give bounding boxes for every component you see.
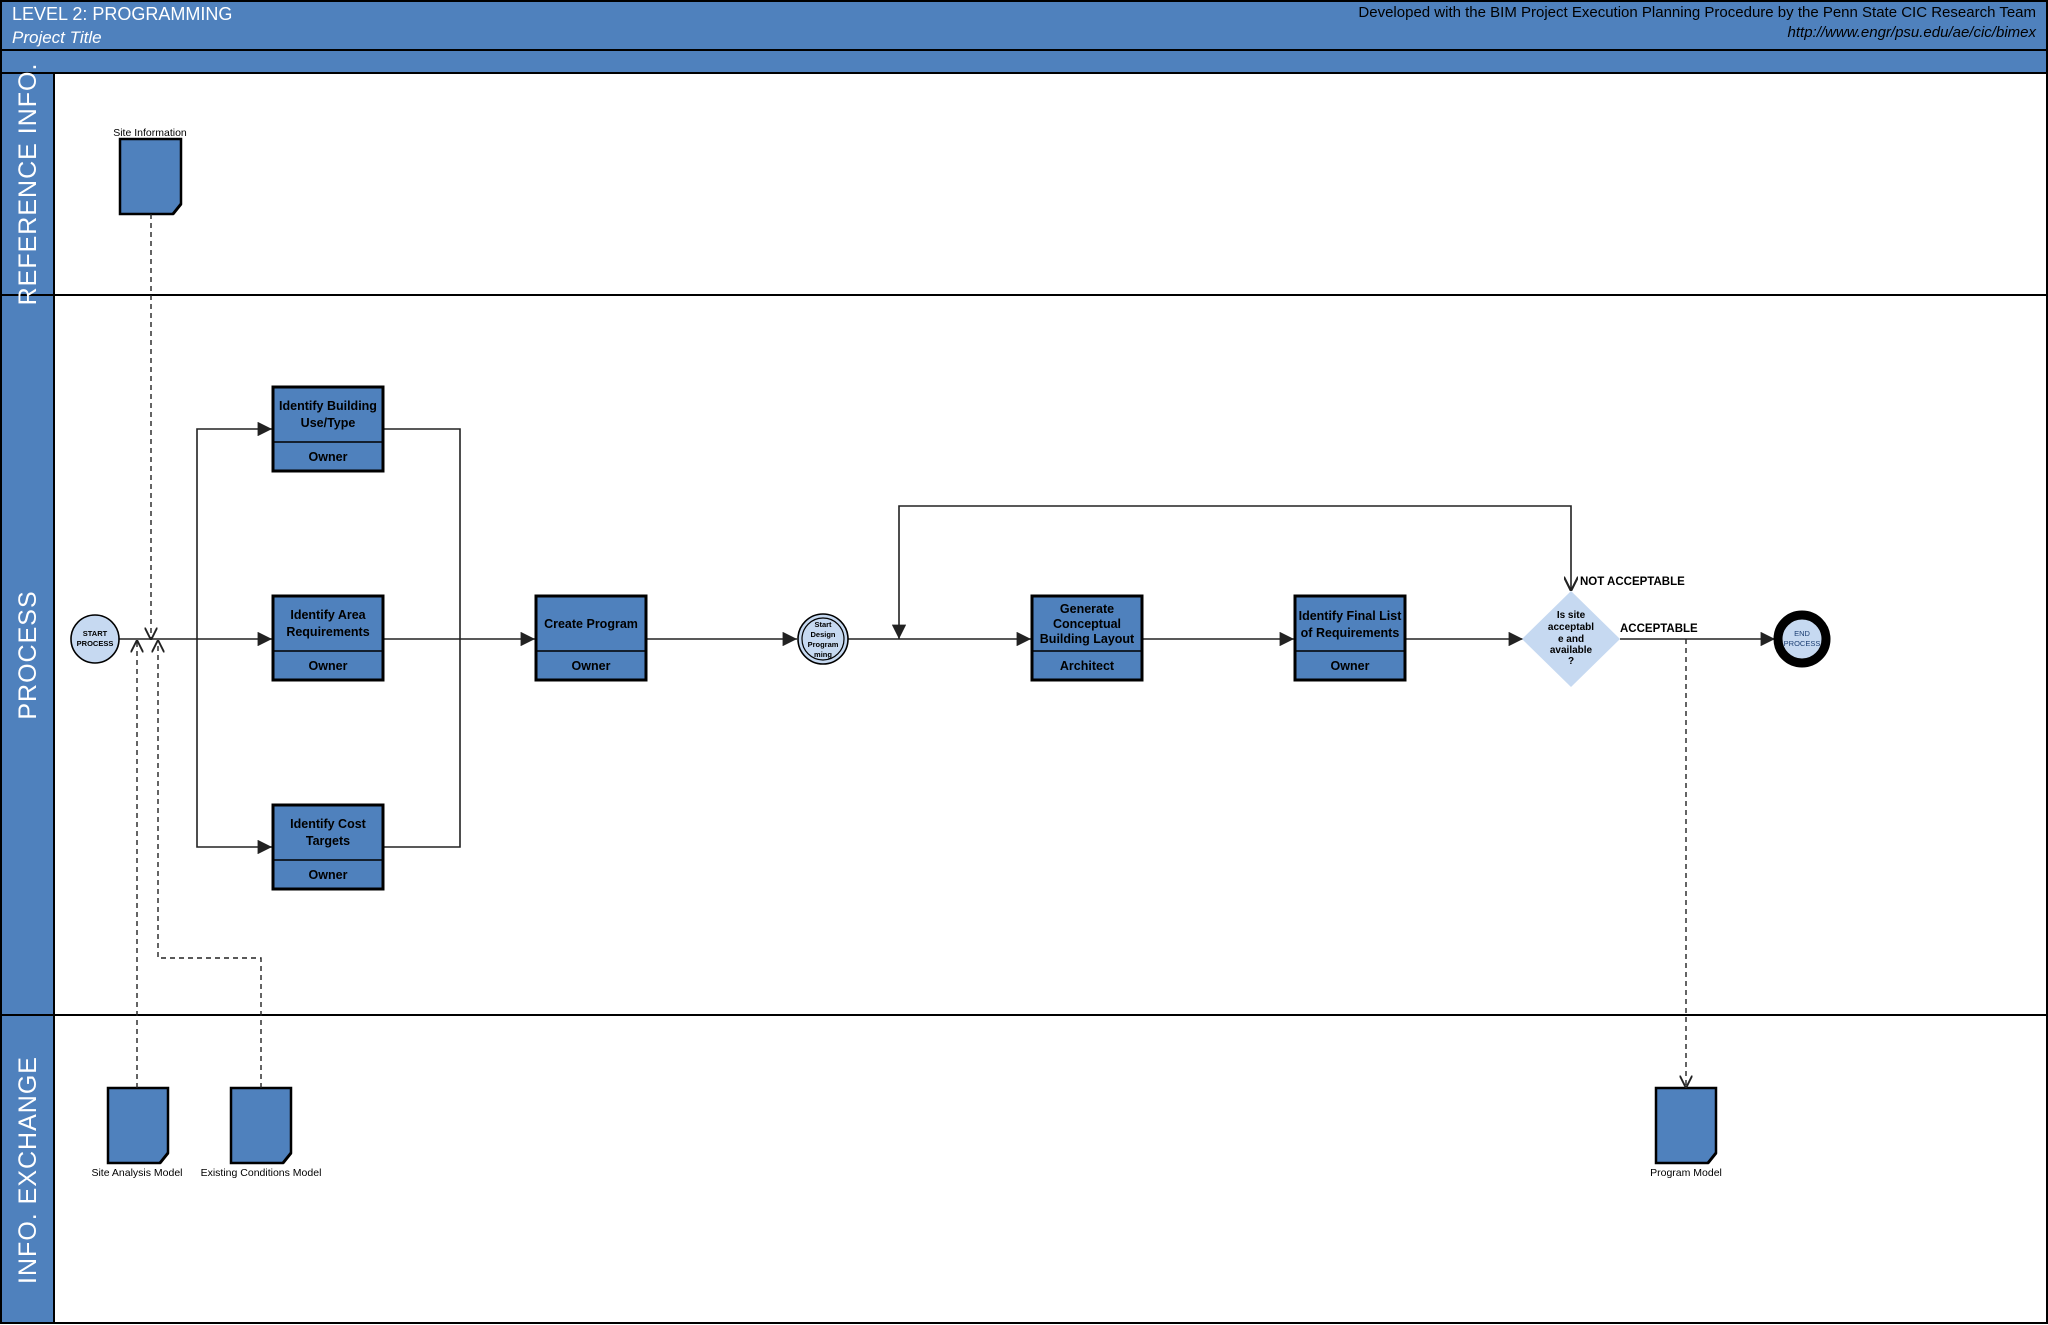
task-use-type-line1: Identify Building xyxy=(279,399,377,413)
task-area-line1: Identify Area xyxy=(290,608,366,622)
lane-reference-label: REFERENCE INFO. xyxy=(14,63,42,306)
lane-reference xyxy=(0,72,2048,296)
developed-with-text: Developed with the BIM Project Execution… xyxy=(1358,4,2036,21)
start-event-line2: PROCESS xyxy=(77,639,114,648)
task-layout-line2: Conceptual xyxy=(1053,617,1121,631)
task-area-line2: Requirements xyxy=(286,625,369,639)
design-event-line4: ming xyxy=(814,650,832,659)
task-layout-owner: Architect xyxy=(1060,659,1115,673)
design-event-line3: Program xyxy=(808,640,839,649)
task-generate-conceptual-layout[interactable] xyxy=(1030,594,1144,682)
doc-site-analysis-model[interactable] xyxy=(106,1086,170,1165)
task-layout-line3: Building Layout xyxy=(1040,632,1135,646)
task-cost-owner: Owner xyxy=(309,868,348,882)
doc-existing-conditions-model-label: Existing Conditions Model xyxy=(201,1167,322,1179)
task-create-program-owner: Owner xyxy=(572,659,611,673)
doc-site-information-label: Site Information xyxy=(113,127,187,139)
task-final-owner: Owner xyxy=(1331,659,1370,673)
header-bar xyxy=(0,0,2048,51)
decision-line1: Is site xyxy=(1557,610,1586,621)
task-create-program-label: Create Program xyxy=(544,617,638,631)
decision-site-acceptable[interactable] xyxy=(1522,591,1620,687)
end-process-event[interactable] xyxy=(1773,610,1831,668)
project-title: Project Title xyxy=(12,28,102,47)
design-event-line2: Design xyxy=(810,630,835,639)
task-create-program[interactable] xyxy=(534,594,648,682)
decision-line4: available xyxy=(1550,645,1593,656)
flow-not-acceptable xyxy=(899,505,1571,639)
lane-reference-header xyxy=(0,72,55,296)
design-event-line1: Start xyxy=(814,620,832,629)
task-identify-building-use-type[interactable] xyxy=(271,385,385,473)
end-event-line1: END xyxy=(1794,629,1810,638)
flow-to-use-type xyxy=(196,421,272,639)
start-event-line1: START xyxy=(83,629,108,638)
header-subbar xyxy=(0,49,2048,74)
doc-program-model-label: Program Model xyxy=(1650,1167,1722,1179)
doc-program-model[interactable] xyxy=(1654,1086,1718,1165)
lane-exchange xyxy=(0,1014,2048,1324)
start-process-event[interactable] xyxy=(70,614,120,664)
task-identify-cost-targets[interactable] xyxy=(271,803,385,891)
task-identify-area-requirements[interactable] xyxy=(271,594,385,682)
task-cost-line2: Targets xyxy=(306,834,350,848)
task-area-owner: Owner xyxy=(309,659,348,673)
decision-line3: e and xyxy=(1558,634,1584,645)
task-use-type-line2: Use/Type xyxy=(301,416,356,430)
source-url: http://www.engr/psu.edu/ae/cic/bimex xyxy=(1788,24,2037,41)
flow-to-cost xyxy=(196,639,272,855)
decision-line5: ? xyxy=(1568,656,1574,667)
end-event-line2: PROCESS xyxy=(1784,639,1821,648)
task-identify-final-requirements[interactable] xyxy=(1293,594,1407,682)
start-design-programming-event[interactable] xyxy=(797,613,849,665)
task-use-type-owner: Owner xyxy=(309,450,348,464)
lane-process-label: PROCESS xyxy=(14,590,42,719)
task-cost-line1: Identify Cost xyxy=(290,817,367,831)
doc-existing-conditions-model[interactable] xyxy=(229,1086,293,1165)
flow-merge-branches xyxy=(383,428,461,848)
task-final-line1: Identify Final List xyxy=(1299,609,1403,623)
acceptable-label: ACCEPTABLE xyxy=(1620,623,1698,635)
level-title: LEVEL 2: PROGRAMMING xyxy=(12,4,232,24)
doc-site-information[interactable] xyxy=(118,137,183,216)
lane-exchange-header xyxy=(0,1014,55,1324)
not-acceptable-label: NOT ACCEPTABLE xyxy=(1580,576,1685,588)
lane-exchange-label: INFO. EXCHANGE xyxy=(14,1056,42,1284)
task-layout-line1: Generate xyxy=(1060,602,1114,616)
dash-existing-conditions xyxy=(158,640,262,1088)
task-final-line2: of Requirements xyxy=(1301,626,1400,640)
doc-site-analysis-model-label: Site Analysis Model xyxy=(91,1167,182,1179)
decision-line2: acceptabl xyxy=(1548,622,1594,633)
